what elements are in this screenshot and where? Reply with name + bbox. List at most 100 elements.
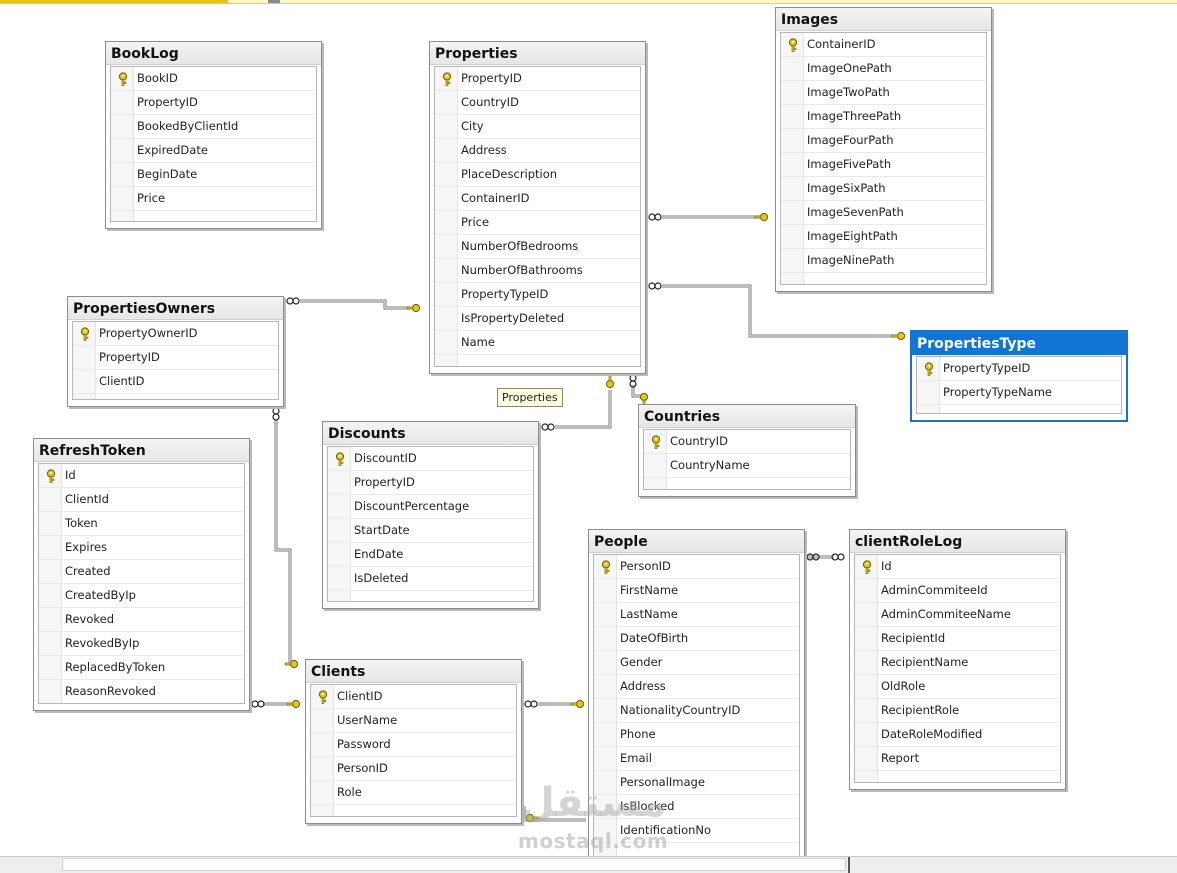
column-row[interactable]: EndDate	[328, 543, 533, 567]
column-row[interactable]: ImageThreePath	[781, 105, 986, 129]
column-row-primary-key[interactable]: BookID	[111, 67, 316, 91]
column-row[interactable]	[111, 211, 316, 221]
column-row[interactable]: ImageEightPath	[781, 225, 986, 249]
column-row[interactable]: PropertyTypeID	[435, 283, 640, 307]
column-row[interactable]: AdminCommiteeName	[855, 603, 1060, 627]
column-row[interactable]: IsPropertyDeleted	[435, 307, 640, 331]
column-row[interactable]: ImageSevenPath	[781, 201, 986, 225]
column-row[interactable]: Report	[855, 747, 1060, 771]
column-row[interactable]	[781, 273, 986, 284]
column-row[interactable]: RecipientRole	[855, 699, 1060, 723]
column-row[interactable]: DateOfBirth	[594, 627, 799, 651]
column-row-primary-key[interactable]: PropertyOwnerID	[73, 322, 278, 346]
column-row[interactable]: ReplacedByToken	[39, 656, 244, 680]
column-row[interactable]: Role	[311, 781, 516, 805]
column-row[interactable]: Address	[594, 675, 799, 699]
column-row[interactable]: PropertyID	[73, 346, 278, 370]
column-row[interactable]: Revoked	[39, 608, 244, 632]
column-row[interactable]: PropertyTypeName	[917, 381, 1121, 405]
column-row[interactable]: RecipientId	[855, 627, 1060, 651]
column-row-primary-key[interactable]: Id	[855, 555, 1060, 579]
column-row[interactable]: RecipientName	[855, 651, 1060, 675]
table-title[interactable]: Properties	[430, 42, 645, 65]
column-row[interactable]: Created	[39, 560, 244, 584]
column-row[interactable]: BookedByClientId	[111, 115, 316, 139]
table-title[interactable]: Countries	[639, 405, 855, 428]
column-row[interactable]: CreatedByIp	[39, 584, 244, 608]
column-row[interactable]: RevokedByIp	[39, 632, 244, 656]
column-row[interactable]: CountryID	[435, 91, 640, 115]
column-row[interactable]: DiscountPercentage	[328, 495, 533, 519]
column-row[interactable]: Price	[111, 187, 316, 211]
column-row[interactable]: Price	[435, 211, 640, 235]
column-row[interactable]: NumberOfBathrooms	[435, 259, 640, 283]
table-title[interactable]: Discounts	[323, 422, 538, 445]
column-row[interactable]: IdentificationNo	[594, 819, 799, 843]
column-row[interactable]: Name	[435, 331, 640, 355]
column-row[interactable]: Address	[435, 139, 640, 163]
column-row[interactable]: PersonalImage	[594, 771, 799, 795]
column-row[interactable]: StartDate	[328, 519, 533, 543]
column-row-primary-key[interactable]: ContainerID	[781, 33, 986, 57]
column-row[interactable]: AdminCommiteeId	[855, 579, 1060, 603]
column-row[interactable]	[435, 355, 640, 366]
column-row[interactable]: NumberOfBedrooms	[435, 235, 640, 259]
column-row-primary-key[interactable]: PropertyID	[435, 67, 640, 91]
table-title[interactable]: People	[589, 530, 804, 553]
scrollbar-thumb[interactable]	[62, 858, 846, 871]
column-row[interactable]: ImageFourPath	[781, 129, 986, 153]
column-row[interactable]: PropertyID	[111, 91, 316, 115]
column-row[interactable]: UserName	[311, 709, 516, 733]
column-row[interactable]: ImageNinePath	[781, 249, 986, 273]
column-row[interactable]: PropertyID	[328, 471, 533, 495]
column-row[interactable]: BeginDate	[111, 163, 316, 187]
column-row[interactable]: PersonID	[311, 757, 516, 781]
column-row-primary-key[interactable]: CountryID	[644, 430, 850, 454]
table-title[interactable]: Images	[776, 8, 991, 31]
table-title[interactable]: RefreshToken	[34, 439, 249, 462]
column-row-primary-key[interactable]: DiscountID	[328, 447, 533, 471]
column-row[interactable]: PlaceDescription	[435, 163, 640, 187]
column-row[interactable]: ContainerID	[435, 187, 640, 211]
table-title[interactable]: PropertiesType	[912, 332, 1126, 355]
column-row[interactable]: Gender	[594, 651, 799, 675]
column-row[interactable]: IsDeleted	[328, 567, 533, 591]
column-row[interactable]: OldRole	[855, 675, 1060, 699]
column-row[interactable]: Expires	[39, 536, 244, 560]
column-row[interactable]: ExpiredDate	[111, 139, 316, 163]
column-row[interactable]: CountryName	[644, 454, 850, 478]
column-row[interactable]: IsBlocked	[594, 795, 799, 819]
column-row[interactable]: FirstName	[594, 579, 799, 603]
column-row[interactable]: ClientId	[39, 488, 244, 512]
column-row[interactable]: ClientID	[73, 370, 278, 394]
column-row[interactable]: ImageOnePath	[781, 57, 986, 81]
column-row[interactable]: Email	[594, 747, 799, 771]
column-row[interactable]: ImageFivePath	[781, 153, 986, 177]
table-title[interactable]: PropertiesOwners	[68, 297, 283, 320]
column-row[interactable]: ImageSixPath	[781, 177, 986, 201]
column-row[interactable]: Phone	[594, 723, 799, 747]
column-row[interactable]: LastName	[594, 603, 799, 627]
column-row[interactable]: ImageTwoPath	[781, 81, 986, 105]
column-row[interactable]: ReasonRevoked	[39, 680, 244, 703]
column-row[interactable]: Token	[39, 512, 244, 536]
column-row-primary-key[interactable]: Id	[39, 464, 244, 488]
column-row[interactable]: NationalityCountryID	[594, 699, 799, 723]
column-row-primary-key[interactable]: ClientID	[311, 685, 516, 709]
horizontal-scrollbar[interactable]	[0, 856, 1177, 873]
table-title[interactable]: clientRoleLog	[850, 530, 1065, 553]
column-row[interactable]: DateRoleModified	[855, 723, 1060, 747]
column-row[interactable]: City	[435, 115, 640, 139]
table-title[interactable]: BookLog	[106, 42, 321, 65]
